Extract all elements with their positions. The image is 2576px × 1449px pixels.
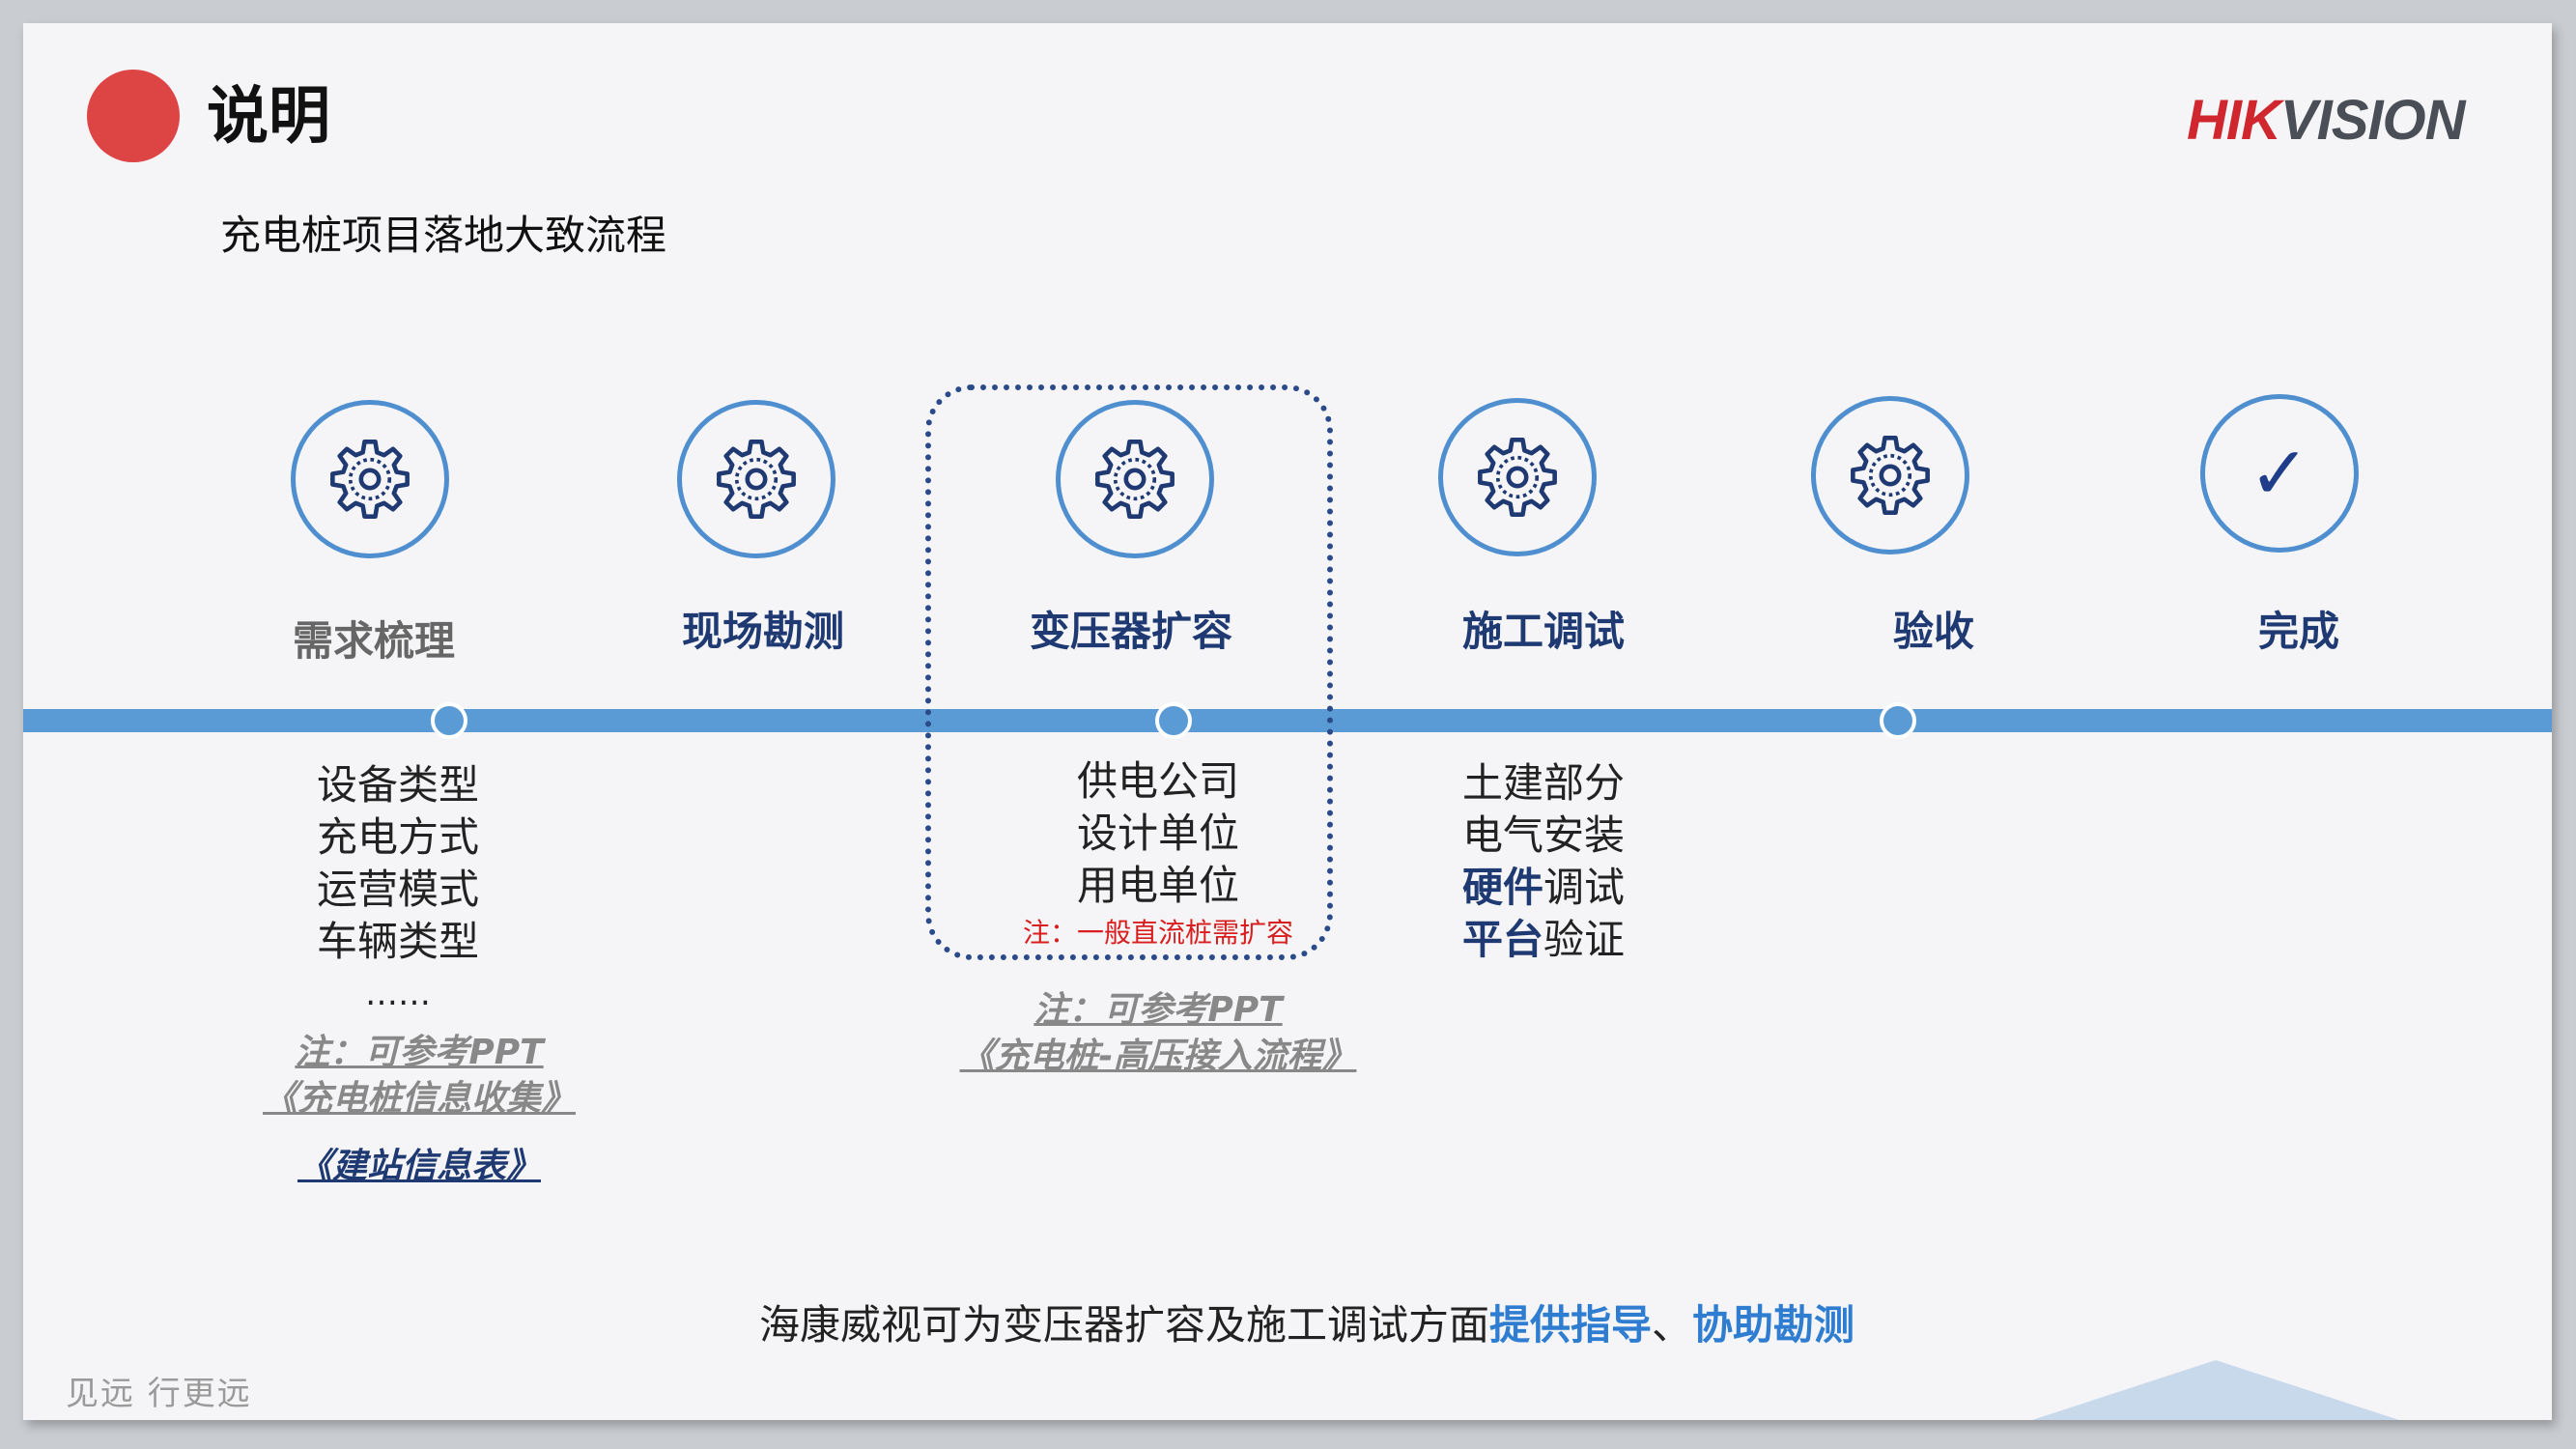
demand-detail-list: 设备类型 充电方式 运营模式 车辆类型 …… — [224, 759, 572, 1020]
transformer-highlight-box — [925, 384, 1333, 960]
decorative-triangle — [2032, 1360, 2399, 1420]
check-icon: ✓ — [2249, 430, 2310, 516]
list-item: 硬件调试 — [1370, 862, 1717, 914]
list-item: 运营模式 — [316, 866, 479, 913]
step-circle-complete: ✓ — [2200, 394, 2359, 553]
note-line: 《充电桩-高压接入流程》 — [959, 1037, 1357, 1076]
statement-prefix: 海康威视可为变压器扩容及施工调试方面 — [759, 1301, 1490, 1349]
demand-reference-note: 注：可参考PPT 《充电桩信息收集》 — [216, 1030, 622, 1122]
list-item: 车辆类型 — [316, 918, 479, 965]
list-item: …… — [365, 975, 431, 1013]
service-statement: 海康威视可为变压器扩容及施工调试方面提供指导、协助勘测 — [759, 1296, 1854, 1354]
list-item: 充电方式 — [316, 813, 479, 861]
note-line: 注：可参考PPT — [1033, 990, 1283, 1030]
title-bullet-dot — [87, 70, 180, 162]
slogan: 见远 行更远 — [66, 1375, 252, 1413]
hikvision-logo: HIKVISION — [2187, 87, 2465, 155]
step-label-acceptance: 验收 — [1892, 608, 1974, 655]
note-line: 注：可参考PPT — [295, 1033, 544, 1072]
step-circle-construction — [1438, 398, 1597, 556]
list-item: 平台验证 — [1370, 914, 1717, 966]
step-label-demand: 需求梳理 — [292, 617, 455, 665]
list-item: 电气安装 — [1461, 811, 1625, 859]
timeline-node — [431, 702, 467, 739]
gear-icon — [717, 440, 796, 519]
list-item: 供电公司 — [1076, 757, 1239, 805]
transformer-reference-note: 注：可参考PPT 《充电桩-高压接入流程》 — [936, 987, 1380, 1080]
timeline-node — [1880, 702, 1916, 739]
list-item: 设备类型 — [316, 761, 479, 809]
step-label-complete: 完成 — [2257, 608, 2339, 655]
list-item: 设计单位 — [1076, 810, 1239, 857]
logo-vision: VISION — [2279, 89, 2466, 152]
step-circle-transformer — [1056, 400, 1214, 558]
list-item: 用电单位 — [1076, 862, 1239, 909]
list-item-rest: 验证 — [1543, 916, 1626, 963]
transformer-detail-list: 供电公司 设计单位 用电单位 — [984, 755, 1332, 912]
gear-icon — [1478, 438, 1557, 517]
list-item-bold: 平台 — [1461, 916, 1543, 963]
gear-icon — [1851, 436, 1930, 515]
step-label-transformer: 变压器扩容 — [1029, 608, 1232, 655]
step-circle-acceptance — [1811, 396, 1969, 554]
logo-hik: HIK — [2187, 89, 2281, 152]
statement-highlight: 协助勘测 — [1692, 1301, 1855, 1349]
step-label-construction: 施工调试 — [1461, 608, 1625, 655]
list-item-rest: 调试 — [1543, 864, 1626, 911]
transformer-red-note: 注：一般直流桩需扩容 — [1022, 917, 1293, 949]
step-circle-survey — [677, 400, 835, 558]
statement-separator: 、 — [1652, 1301, 1693, 1349]
statement-highlight: 提供指导 — [1489, 1301, 1653, 1349]
list-item-bold: 硬件 — [1461, 864, 1543, 911]
step-circle-demand — [291, 400, 449, 558]
slide: 说明 HIKVISION 充电桩项目落地大致流程 — [23, 23, 2552, 1420]
gear-icon — [330, 440, 410, 519]
page-subtitle: 充电桩项目落地大致流程 — [220, 212, 667, 259]
timeline-node — [1155, 702, 1192, 739]
gear-icon — [1095, 440, 1175, 519]
note-line: 《充电桩信息收集》 — [262, 1079, 576, 1119]
page-title: 说明 — [207, 81, 330, 153]
step-label-survey: 现场勘测 — [681, 608, 844, 655]
station-info-table-link[interactable]: 《建站信息表》 — [297, 1147, 541, 1186]
construction-detail-list: 土建部分 电气安装 硬件调试 平台验证 — [1370, 757, 1717, 966]
list-item: 土建部分 — [1461, 759, 1625, 807]
